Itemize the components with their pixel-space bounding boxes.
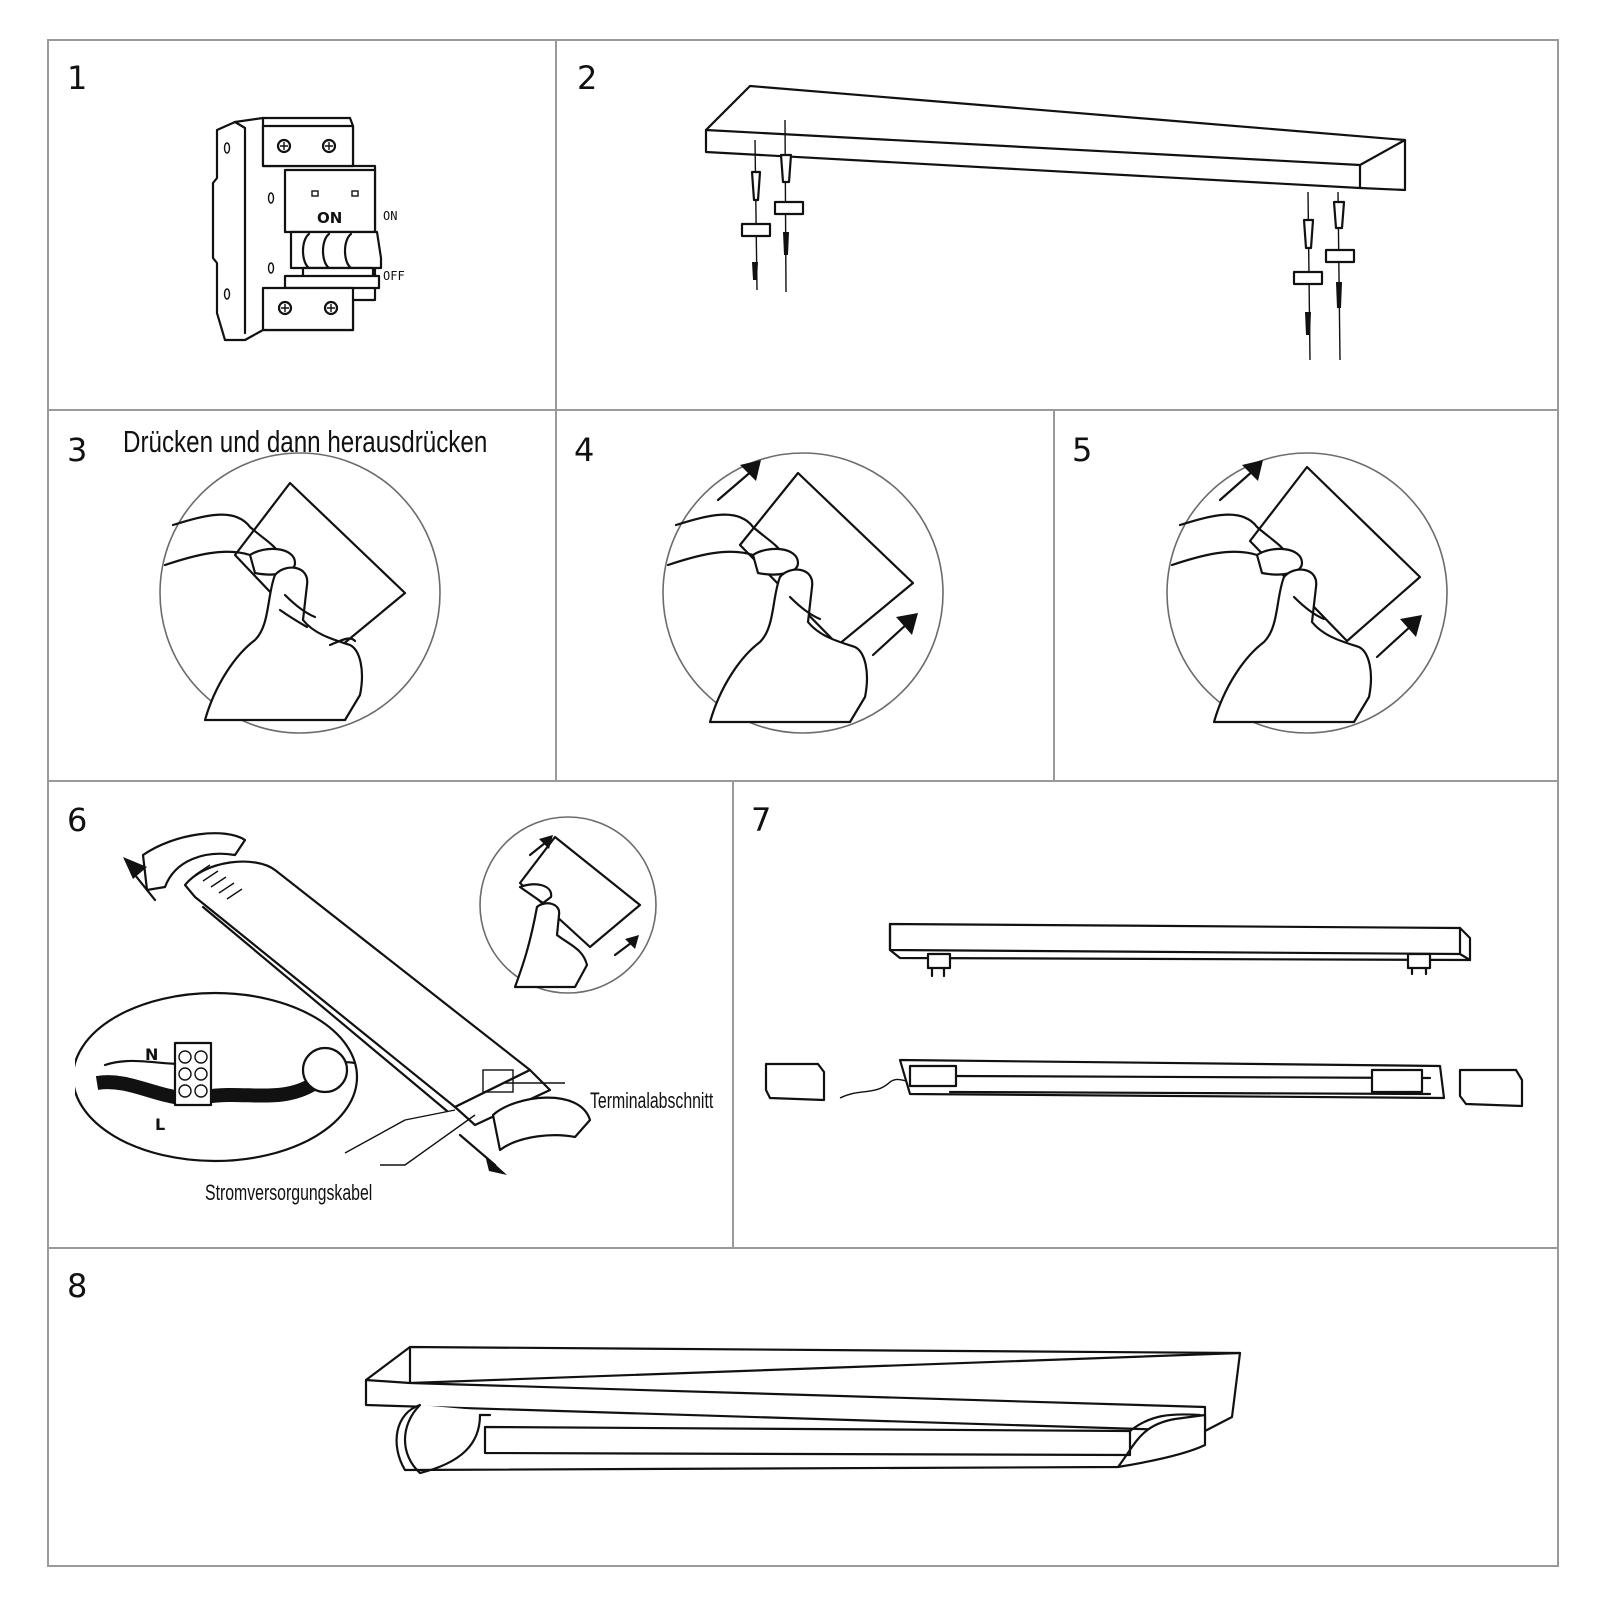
step-number-4: 4 [574,431,595,469]
live-wire-label: L [155,1115,165,1134]
step-3-hand-illustration [159,452,441,734]
step-4-hand-illustration [662,452,944,734]
screw-group-right [1292,191,1356,361]
step-number-1: 1 [67,59,88,97]
step-number-6: 6 [67,801,88,839]
step-number-3: 3 [67,431,88,469]
fixture-assembled-illustration [364,1345,1242,1475]
fixture-exploded-illustration [764,922,1524,1108]
terminal-section-label: Terminalabschnitt [590,1088,714,1113]
step-number-8: 8 [67,1267,88,1305]
mounting-base-illustration [704,84,1407,361]
neutral-wire-label: N [145,1045,158,1064]
wiring-illustration: N L [75,816,657,1175]
circuit-breaker-illustration: ON ON OFF [211,116,405,342]
step-number-5: 5 [1072,431,1093,469]
step-number-2: 2 [577,59,598,97]
step-5-hand-illustration [1166,452,1448,734]
breaker-off-label: OFF [383,269,405,283]
screw-group-left [740,119,805,293]
breaker-on-label: ON [383,209,397,223]
step-number-7: 7 [751,801,772,839]
breaker-on-button-text: ON [317,209,342,227]
power-cable-label: Stromversorgungskabel [205,1180,373,1205]
